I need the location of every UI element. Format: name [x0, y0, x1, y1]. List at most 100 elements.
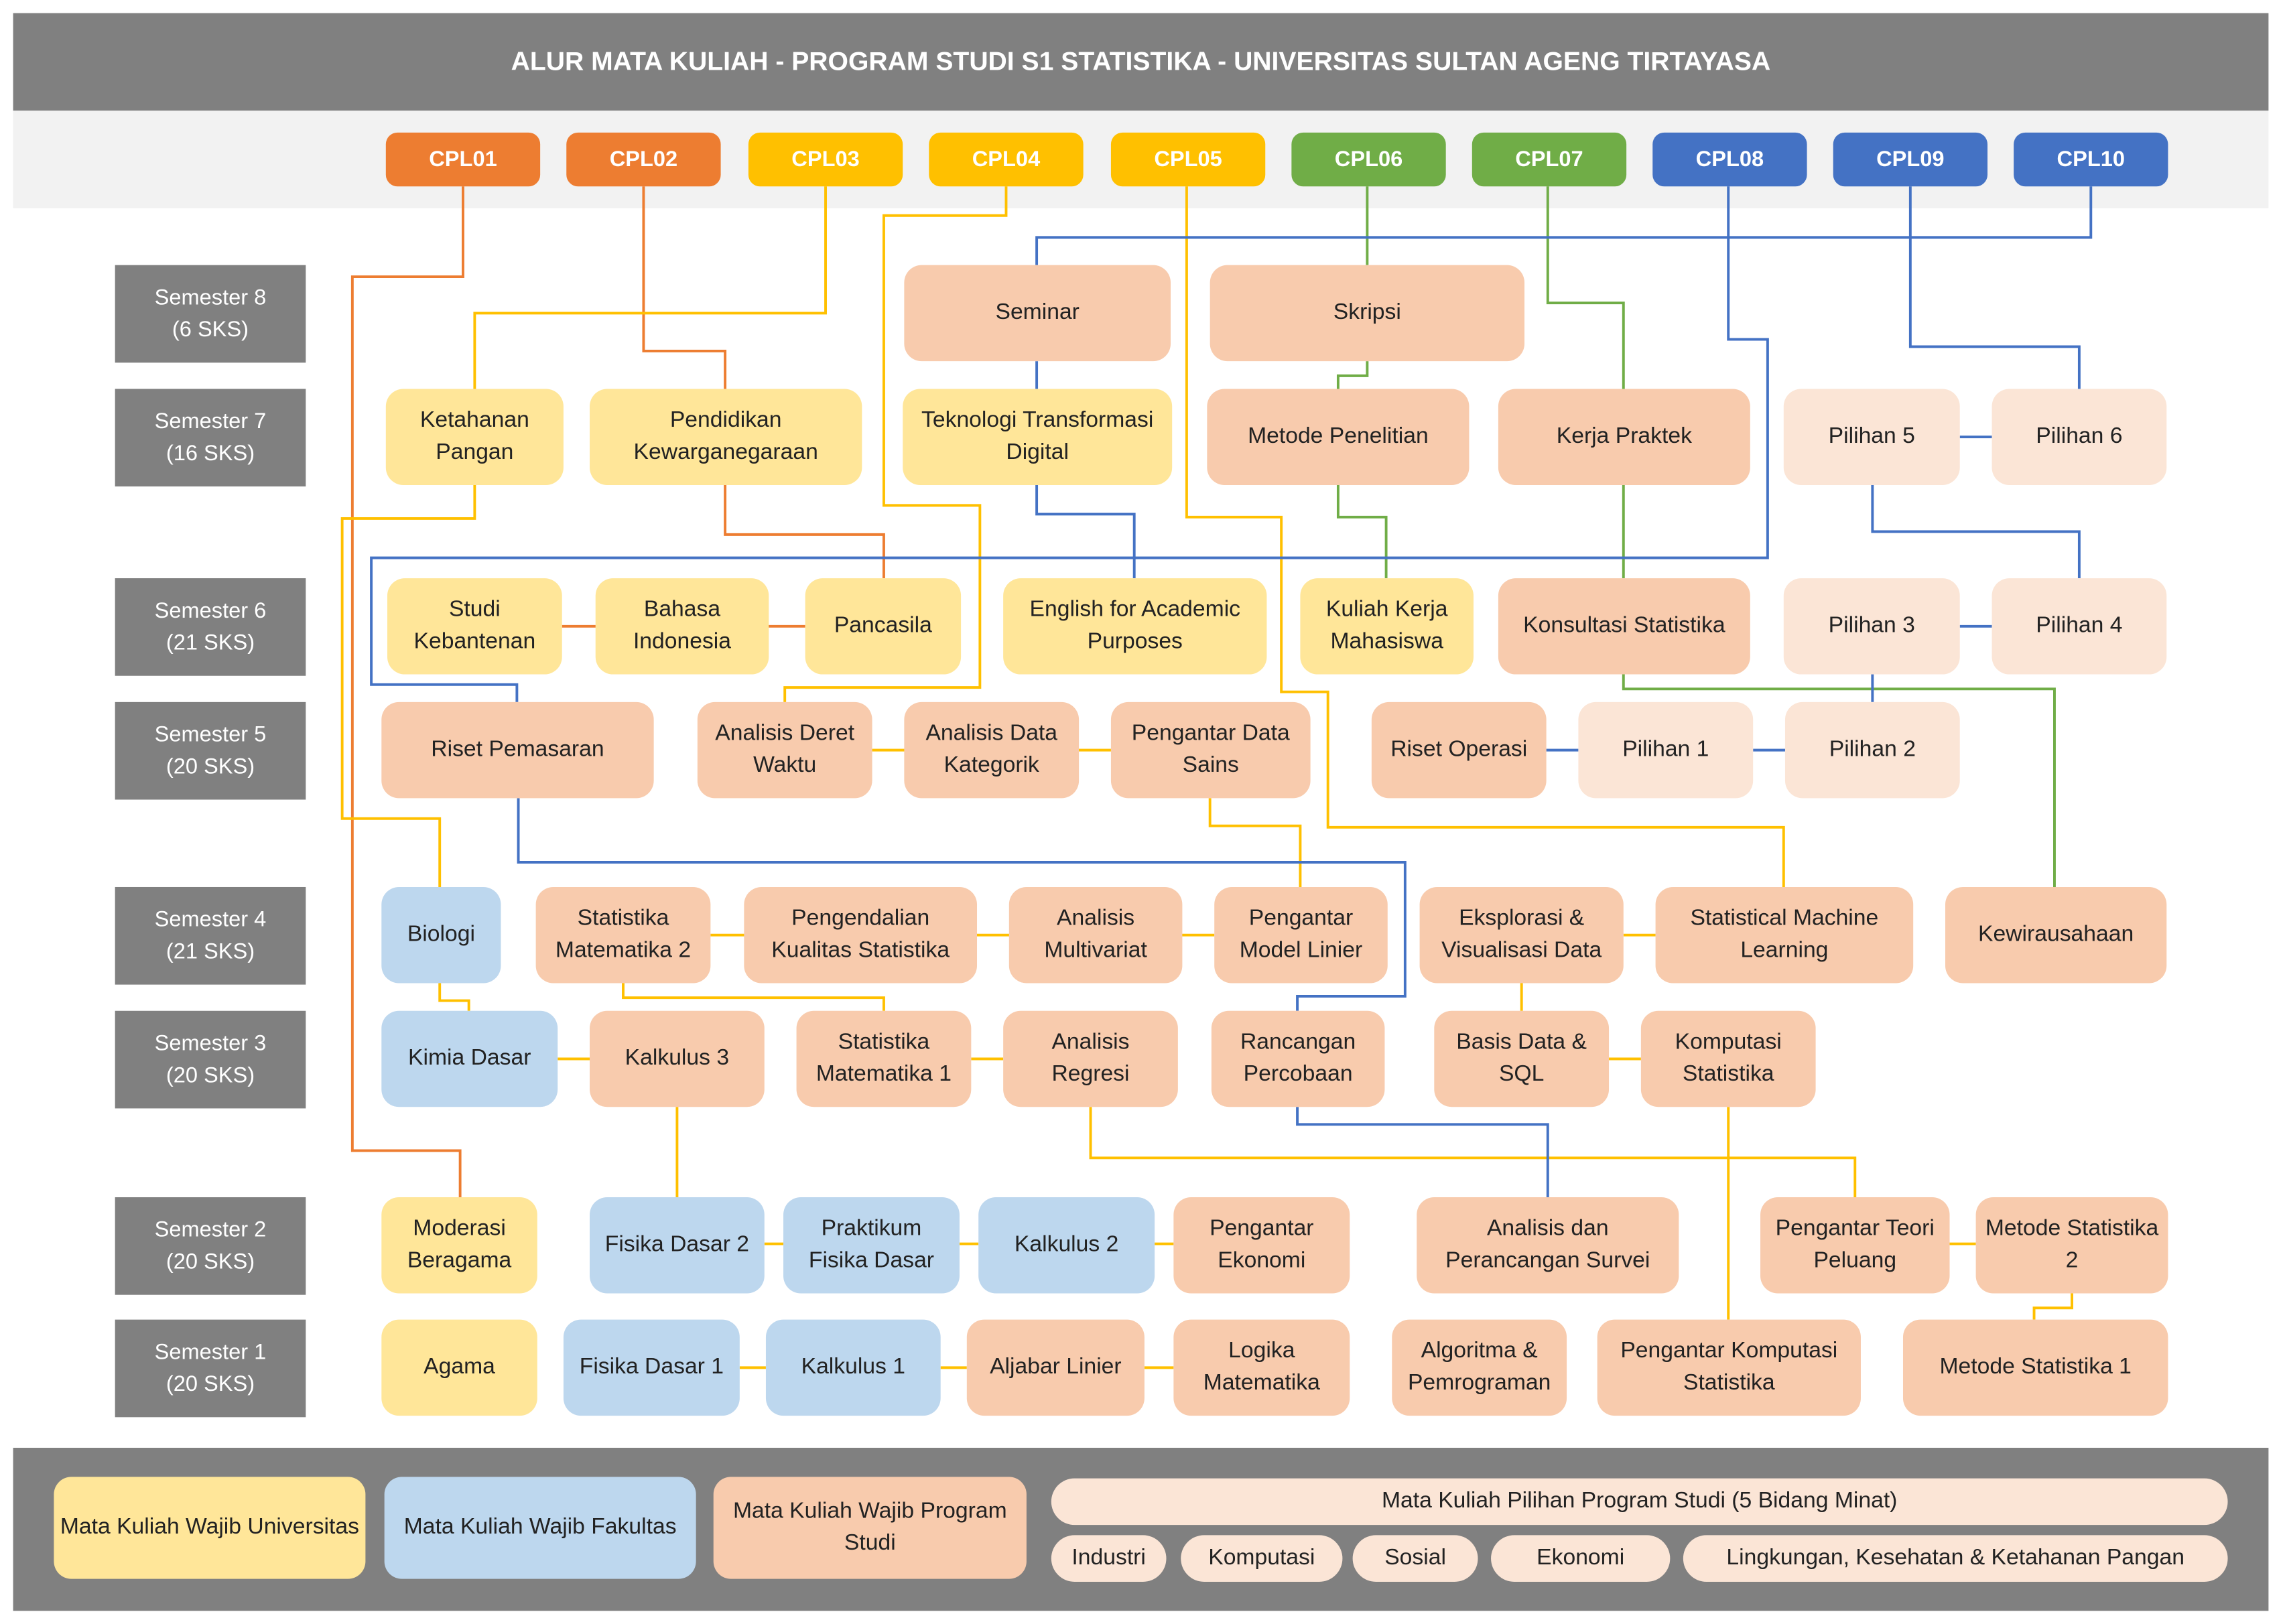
course-box: Logika Matematika: [1173, 1319, 1350, 1416]
course-box: Kalkulus 1: [765, 1319, 941, 1416]
semester-sks: (16 SKS): [166, 440, 255, 466]
course-box: Kimia Dasar: [381, 1010, 558, 1107]
legend-pilihan: Mata Kuliah Pilihan Program Studi (5 Bid…: [1051, 1478, 2228, 1526]
semester-sks: (20 SKS): [166, 1249, 255, 1274]
course-box: Kalkulus 3: [590, 1010, 765, 1107]
course-box: Kuliah Kerja Mahasiswa: [1300, 578, 1474, 675]
course-box: Praktikum Fisika Dasar: [783, 1197, 960, 1294]
connector: [1089, 1107, 1857, 1198]
connector: [1035, 186, 2093, 265]
course-box: Konsultasi Statistika: [1498, 578, 1750, 675]
connector: [370, 186, 1769, 702]
semester-label-1: Semester 1 (20 SKS): [115, 1319, 306, 1418]
semester-label-4: Semester 4 (21 SKS): [115, 886, 306, 985]
course-box: Metode Penelitian: [1207, 389, 1470, 485]
course-box: Basis Data & SQL: [1434, 1010, 1610, 1107]
legend-minat-ekonomi: Ekonomi: [1491, 1535, 1671, 1582]
connector: [1871, 484, 2081, 579]
course-box: Pilihan 1: [1578, 701, 1754, 799]
course-box: Metode Statistika 2: [1975, 1197, 2168, 1294]
course-box: Pilihan 6: [1992, 389, 2167, 485]
connector: [350, 186, 464, 1198]
legend-prodi: Mata Kuliah Wajib Program Studi: [713, 1477, 1027, 1579]
course-box: Fisika Dasar 1: [563, 1319, 740, 1416]
semester-name: Semester 4: [154, 906, 267, 932]
semester-name: Semester 3: [154, 1030, 267, 1056]
course-box: Fisika Dasar 2: [590, 1197, 765, 1294]
cpl-badge-cpl02: CPL02: [566, 132, 721, 187]
semester-name: Semester 8: [154, 285, 267, 310]
course-box: Algoritma & Pemrograman: [1392, 1319, 1567, 1416]
semester-name: Semester 1: [154, 1339, 267, 1364]
course-box: Pengantar Teori Peluang: [1760, 1197, 1950, 1294]
connector: [517, 798, 1407, 1011]
connector: [1622, 674, 2056, 887]
cpl-badge-cpl08: CPL08: [1652, 132, 1807, 187]
cpl-badge-cpl04: CPL04: [929, 132, 1084, 187]
connector: [1546, 186, 1625, 579]
semester-label-2: Semester 2 (20 SKS): [115, 1197, 306, 1295]
course-box: Moderasi Beragama: [381, 1197, 537, 1294]
semester-name: Semester 7: [154, 408, 267, 433]
semester-label-5: Semester 5(20 SKS): [115, 701, 306, 800]
semester-name: Semester 6: [154, 598, 267, 623]
course-box: Statistika Matematika 1: [796, 1010, 972, 1107]
legend-minat-industri: Industri: [1051, 1535, 1167, 1582]
connector: [1336, 361, 1369, 389]
course-box: Pengendalian Kualitas Statistika: [744, 886, 978, 984]
connector: [1908, 186, 2081, 389]
cpl-badge-cpl10: CPL10: [2014, 132, 2168, 187]
course-box: Studi Kebantenan: [387, 578, 562, 675]
semester-label-3: Semester 3 (20 SKS): [115, 1010, 306, 1109]
course-box: Statistika Matematika 2: [535, 886, 711, 984]
course-box: Agama: [381, 1319, 537, 1416]
page-title: ALUR MATA KULIAH - PROGRAM STUDI S1 STAT…: [13, 13, 2269, 111]
course-box: Aljabar Linier: [966, 1319, 1145, 1416]
course-box: Metode Statistika 1: [1902, 1319, 2168, 1416]
connector: [340, 484, 476, 887]
course-box: Kalkulus 2: [978, 1197, 1155, 1294]
connector: [438, 983, 470, 1011]
cpl-badge-cpl03: CPL03: [748, 132, 903, 187]
legend-univ: Mata Kuliah Wajib Universitas: [54, 1477, 366, 1579]
connector: [1296, 1107, 1549, 1198]
course-box: Pilihan 2: [1784, 701, 1960, 799]
course-box: Pendidikan Kewarganegaraan: [590, 389, 862, 485]
connector: [2032, 1293, 2073, 1320]
semester-label-6: Semester 6 (21 SKS): [115, 578, 306, 676]
course-box: Pengantar Data Sains: [1110, 701, 1311, 799]
legend-minat-sosial: Sosial: [1352, 1535, 1478, 1582]
semester-label-7: Semester 7 (16 SKS): [115, 389, 306, 487]
cpl-badge-cpl06: CPL06: [1291, 132, 1446, 187]
semester-label-8: Semester 8 (6 SKS): [115, 265, 306, 363]
course-box: Pilihan 5: [1783, 389, 1960, 485]
course-box: Pilihan 3: [1783, 578, 1960, 675]
course-box: Pilihan 4: [1992, 578, 2167, 675]
course-box: Teknologi Transformasi Digital: [903, 389, 1173, 485]
course-box: Pengantar Model Linier: [1214, 886, 1388, 984]
course-box: Analisis Data Kategorik: [904, 701, 1080, 799]
course-box: Kewirausahaan: [1945, 886, 2167, 984]
cpl-badge-cpl01: CPL01: [385, 132, 541, 187]
legend-minat-lingkungan: Lingkungan, Kesehatan & Ketahanan Pangan: [1683, 1535, 2228, 1582]
semester-sks: (20 SKS): [166, 1062, 255, 1087]
course-box: Pengantar Komputasi Statistika: [1597, 1319, 1861, 1416]
semester-sks: (21 SKS): [166, 939, 255, 964]
connector: [1035, 484, 1136, 579]
course-box: Pancasila: [805, 578, 962, 675]
course-box: Biologi: [381, 886, 501, 984]
connector: [642, 186, 727, 389]
semester-sks: (20 SKS): [166, 1371, 255, 1396]
course-box: Eksplorasi & Visualisasi Data: [1419, 886, 1624, 984]
semester-sks: (21 SKS): [166, 630, 255, 655]
connector: [1336, 484, 1388, 579]
course-box: English for Academic Purposes: [1003, 578, 1267, 675]
connector: [1208, 798, 1302, 887]
semester-name: Semester 2: [154, 1217, 267, 1242]
connector: [1185, 186, 1785, 887]
cpl-badge-cpl09: CPL09: [1833, 132, 1988, 187]
course-box: Analisis dan Perancangan Survei: [1417, 1197, 1679, 1294]
semester-sks: (6 SKS): [172, 316, 249, 342]
legend-fakultas: Mata Kuliah Wajib Fakultas: [384, 1477, 696, 1579]
semester-name: Semester 5: [154, 722, 267, 747]
